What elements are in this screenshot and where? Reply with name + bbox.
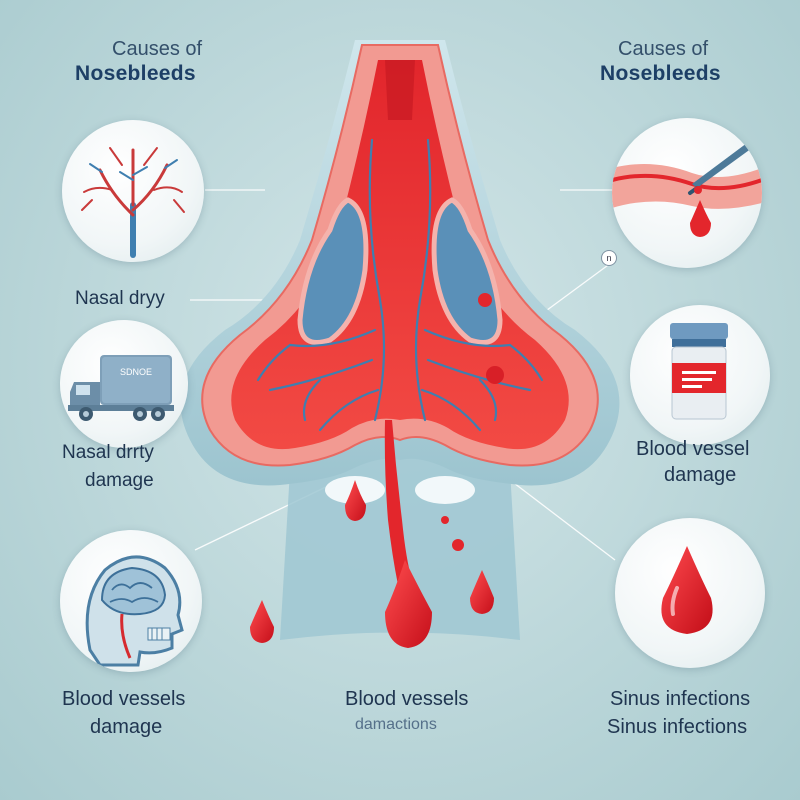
blood-clot xyxy=(478,293,492,307)
blood-vessel-tree-icon xyxy=(81,147,185,258)
falling-blood-drop-right xyxy=(470,570,494,614)
label-center-line1: Blood vessels xyxy=(345,688,469,710)
label-blood-vessels-damage-line2: damage xyxy=(90,716,163,738)
nasal-passage xyxy=(385,60,415,120)
truck-illustration: SDNOE xyxy=(60,320,188,448)
truck-icon: SDNOE xyxy=(68,355,174,421)
label-sinus-infections-line2: Sinus infections xyxy=(607,716,748,738)
left-turbinate xyxy=(297,197,369,345)
bleeding-spot xyxy=(486,366,504,384)
right-heading-line2: Nosebleeds xyxy=(600,62,721,85)
blood-vessel-network xyxy=(256,138,544,432)
nasal-cavity-interior xyxy=(231,60,569,450)
blood-drop-illustration xyxy=(615,518,765,668)
label-blood-vessel-damage-line2: damage xyxy=(664,464,737,486)
head-brain-icon xyxy=(85,555,184,667)
label-nasal-damage-line1: Nasal drrty xyxy=(62,442,154,463)
large-blood-drop xyxy=(385,560,432,648)
label-nasal-damage-line2: damage xyxy=(85,470,154,491)
label-nasal-dryness: Nasal dryy xyxy=(75,288,165,309)
label-center-line2: damactions xyxy=(355,716,437,733)
tissue-injury-illustration xyxy=(612,118,762,268)
medicine-bottle-illustration xyxy=(630,305,770,445)
head-illustration xyxy=(60,530,202,672)
truck-sign-text: SDNOE xyxy=(120,367,152,377)
medicine-bottle-icon xyxy=(670,323,728,420)
blood-drop-icon xyxy=(661,546,713,634)
left-heading-line1: Causes of xyxy=(112,38,203,60)
blood-stream xyxy=(384,420,412,585)
right-nostril xyxy=(415,476,475,504)
label-blood-vessels-damage-line1: Blood vessels xyxy=(62,688,186,710)
label-blood-vessel-damage-line1: Blood vessel xyxy=(636,438,750,460)
tissue-injury-icon xyxy=(612,143,762,237)
right-heading-line1: Causes of xyxy=(618,38,709,60)
falling-blood-drop-left xyxy=(250,600,274,643)
blood-droplet-tiny xyxy=(441,516,449,524)
blood-droplet-small xyxy=(452,539,464,551)
label-sinus-infections-line1: Sinus infections xyxy=(610,688,751,710)
right-turbinate xyxy=(431,197,503,345)
connector-marker: n xyxy=(601,250,617,266)
vessel-tree-illustration xyxy=(62,120,204,262)
nostril-blood-drop xyxy=(345,480,366,521)
left-heading-line2: Nosebleeds xyxy=(75,62,196,85)
